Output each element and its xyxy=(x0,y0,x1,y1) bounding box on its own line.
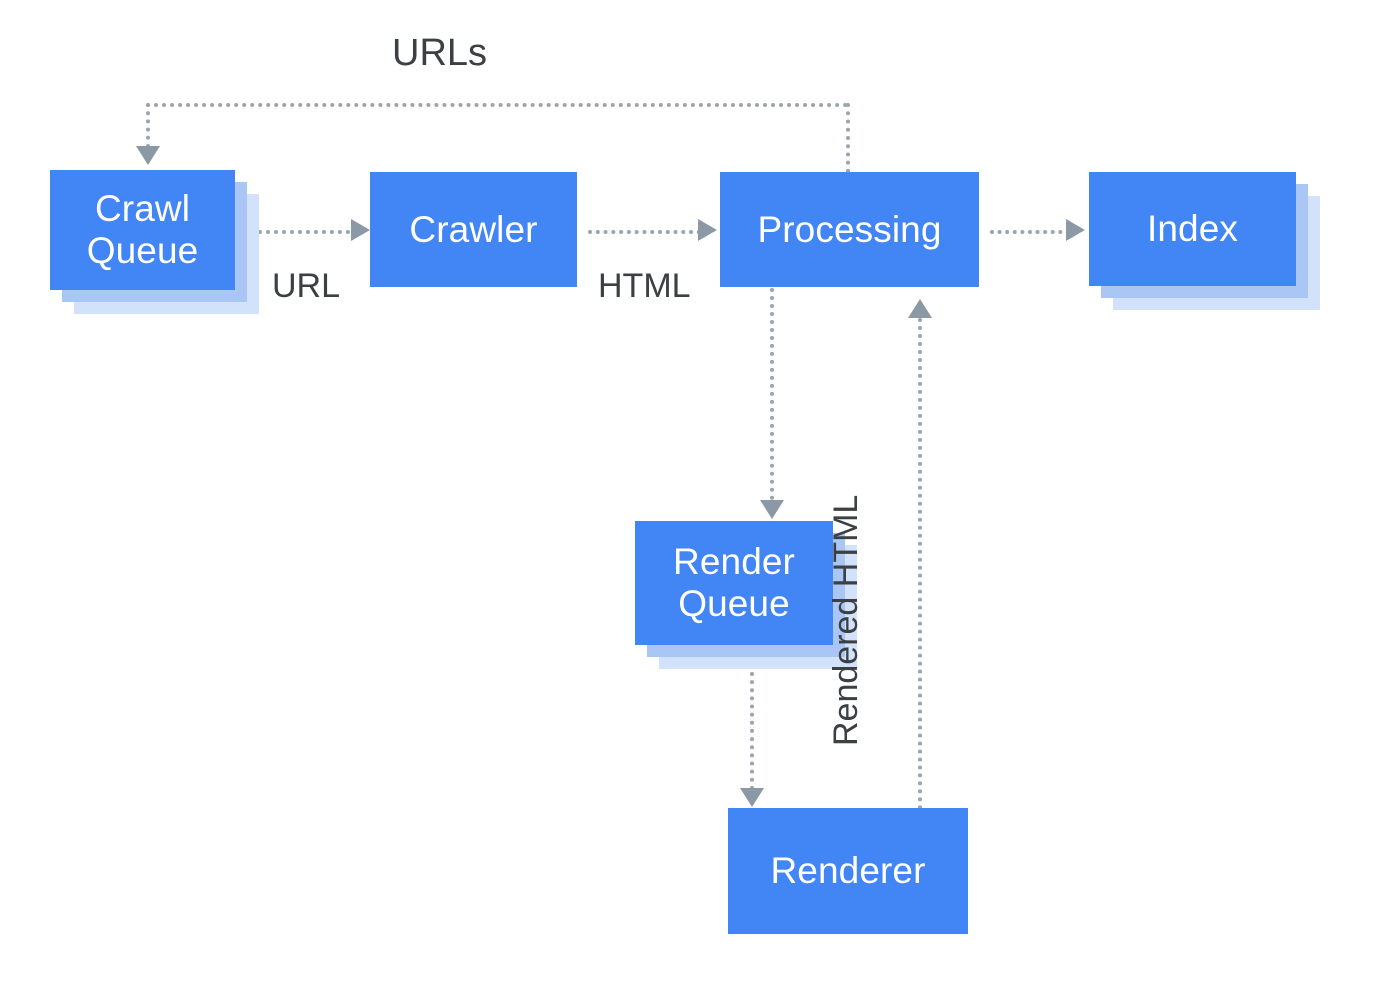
edge-html-line xyxy=(588,230,701,234)
edge-url-arrowhead xyxy=(351,219,370,241)
edge-urls-segment-up xyxy=(846,103,850,173)
node-renderer-face: Renderer xyxy=(728,808,968,934)
edge-to-index-line xyxy=(990,230,1070,234)
node-crawl-queue[interactable]: Crawl Queue xyxy=(50,170,259,314)
edge-label-urls: URLs xyxy=(392,32,488,74)
node-processing-face: Processing xyxy=(720,172,979,287)
edge-to-render-queue-arrowhead xyxy=(760,500,784,519)
node-index-face: Index xyxy=(1089,172,1296,286)
edge-to-index-arrowhead xyxy=(1066,219,1085,241)
edge-urls-segment-left xyxy=(146,103,848,107)
node-index[interactable]: Index xyxy=(1089,172,1320,310)
edge-to-render-queue-line xyxy=(770,288,774,500)
node-processing-label: Processing xyxy=(757,208,942,250)
node-index-label: Index xyxy=(1146,208,1238,250)
edge-html-arrowhead xyxy=(698,219,717,241)
edge-label-rendered-html: Rendered HTML xyxy=(827,494,865,746)
node-crawl-queue-face: Crawl Queue xyxy=(50,170,235,290)
edge-rendered-html-arrowhead xyxy=(908,299,932,318)
node-crawl-queue-label: Crawl Queue xyxy=(86,188,199,271)
node-render-queue-face: Render Queue xyxy=(635,521,833,645)
node-processing[interactable]: Processing xyxy=(720,172,979,287)
node-crawler[interactable]: Crawler xyxy=(370,172,577,287)
node-crawler-label: Crawler xyxy=(409,208,538,250)
node-renderer[interactable]: Renderer xyxy=(728,808,968,934)
node-render-queue-label: Render Queue xyxy=(673,541,795,624)
edge-url-line xyxy=(258,230,358,234)
node-render-queue[interactable]: Render Queue xyxy=(635,521,857,669)
edge-to-renderer-arrowhead xyxy=(740,788,764,807)
edge-to-renderer-line xyxy=(750,672,754,790)
edge-label-html: HTML xyxy=(598,267,691,305)
node-crawler-face: Crawler xyxy=(370,172,577,287)
node-renderer-label: Renderer xyxy=(770,850,926,892)
edge-urls-arrowhead xyxy=(136,146,160,165)
edge-urls-segment-down xyxy=(146,103,150,148)
edge-label-url: URL xyxy=(272,267,341,305)
edge-rendered-html-line xyxy=(918,318,922,810)
